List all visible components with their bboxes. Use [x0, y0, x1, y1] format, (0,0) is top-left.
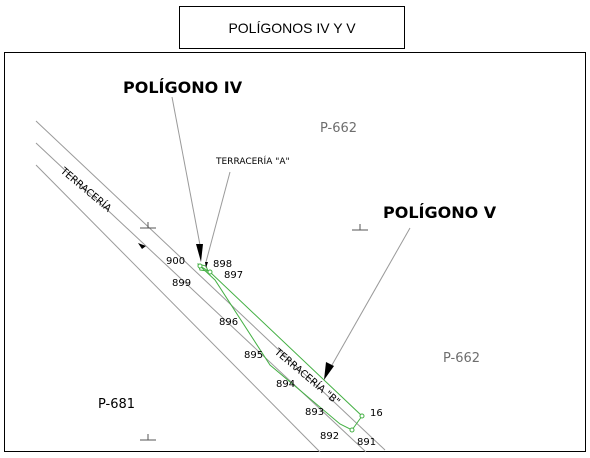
vertex-label-898: 898 [213, 259, 232, 270]
road-edge-3 [35, 164, 321, 453]
arrowheads [138, 243, 334, 380]
label-parcel-p662-right: P-662 [443, 351, 480, 366]
vertex-label-897: 897 [224, 270, 243, 281]
road-lines [35, 120, 386, 453]
arrow-terraceria [138, 243, 146, 249]
label-terraceria: TERRACERÍA [57, 164, 114, 215]
vertex-label-893: 893 [305, 407, 324, 418]
vertex-markers [197, 263, 365, 433]
vertex-label-16: 16 [370, 408, 383, 419]
survey-monuments [140, 222, 368, 441]
vertex-label-900: 900 [166, 256, 185, 267]
label-poligono-iv: POLÍGONO IV [123, 78, 243, 97]
label-terraceria-a: TERRACERÍA "A" [215, 155, 290, 167]
road-edge-2 [35, 142, 367, 453]
label-parcel-p681: P-681 [98, 397, 135, 412]
monument-1 [140, 222, 156, 229]
vertex-marker-16 [359, 413, 365, 419]
road-edge-1 [35, 120, 386, 451]
vertex-label-899: 899 [172, 278, 191, 289]
vertex-marker-900 [197, 263, 203, 269]
vertex-marker-897 [207, 269, 213, 275]
polygon-v-outline [199, 265, 363, 431]
leader-poligono-iv [171, 96, 201, 246]
monument-2 [352, 224, 368, 231]
arrow-terraceria-a [205, 262, 208, 268]
label-terraceria-b: TERRACERÍA "B" [271, 345, 343, 408]
monument-3 [140, 434, 156, 441]
vertex-label-891: 891 [357, 437, 376, 448]
leader-terraceria-a [205, 171, 231, 263]
vertex-labels: 900 899 898 897 896 895 894 893 892 891 … [166, 256, 383, 448]
vertex-label-895: 895 [244, 350, 263, 361]
label-parcel-p662-top: P-662 [320, 121, 357, 136]
vertex-label-892: 892 [320, 431, 339, 442]
vertex-marker-891 [349, 427, 355, 433]
leader-lines [171, 96, 411, 366]
vertex-label-894: 894 [276, 379, 295, 390]
diagram-title: POLÍGONOS IV Y V [179, 6, 405, 49]
vertex-label-896: 896 [219, 317, 238, 328]
leader-poligono-v [331, 227, 411, 366]
label-poligono-v: POLÍGONO V [383, 203, 497, 222]
arrow-poligono-iv [196, 244, 203, 262]
arrow-poligono-v [324, 362, 334, 380]
